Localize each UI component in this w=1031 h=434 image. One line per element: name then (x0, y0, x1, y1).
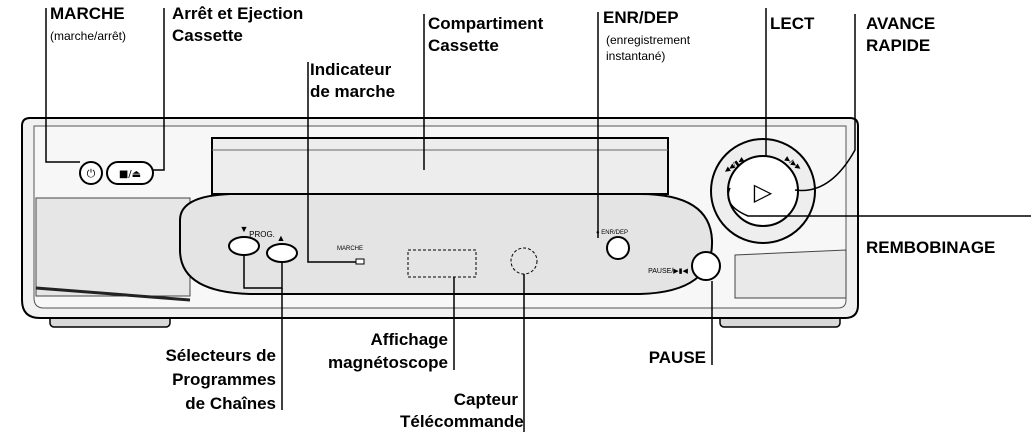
affichage-label-line2: magnétoscope (328, 353, 448, 372)
pause-button[interactable] (691, 251, 721, 281)
eject-icon: ■/⏏ (119, 169, 141, 180)
record-button[interactable] (606, 236, 630, 260)
pause-small-label: PAUSE/▶▮◀ (648, 268, 688, 275)
control-panel (179, 193, 714, 295)
power-indicator-led (355, 258, 365, 265)
vcr-display (407, 249, 477, 278)
prog-up-button[interactable] (266, 243, 298, 263)
play-icon: ▷ (754, 178, 773, 206)
capteur-label-line1: Capteur (453, 390, 518, 409)
lect-label: LECT (770, 14, 815, 33)
right-lower-panel (734, 249, 847, 299)
indicateur-label-line2: de marche (310, 82, 396, 101)
indicateur-label-line1: Indicateur (310, 60, 392, 79)
power-icon: ⏻ (87, 167, 96, 180)
enr-small-label: ● ENR/DEP (596, 230, 628, 236)
affichage-label-line1: Affichage (370, 330, 448, 349)
avance-rapide-label-line2: RAPIDE (866, 36, 931, 55)
eject-button[interactable] (106, 161, 154, 185)
marche-sublabel: (marche/arrêt) (50, 29, 127, 43)
pause-label: PAUSE (648, 348, 706, 367)
cassette-compartment (211, 137, 669, 195)
leader-lines (45, 8, 1031, 432)
compartiment-label-line1: Compartiment (428, 14, 544, 33)
enr-dep-sublabel-line1: (enregistrement (606, 33, 691, 47)
power-button[interactable] (79, 161, 103, 185)
rembobinage-label: REMBOBINAGE (866, 238, 996, 257)
enr-dep-label: ENR/DEP (603, 8, 679, 27)
arret-ejection-label-line1: Arrêt et Ejection (172, 4, 304, 23)
prog-down-button[interactable] (228, 236, 260, 256)
enr-dep-sublabel-line2: instantané) (606, 49, 666, 63)
prog-down-arrow: ▼ (240, 224, 249, 234)
marche-small-label: MARCHE (337, 246, 363, 252)
capteur-label-line2: Télécommande (400, 412, 524, 431)
selecteurs-label-line2: Programmes (172, 370, 276, 389)
selecteurs-label-line3: de Chaînes (185, 394, 276, 413)
prog-label: PROG. (249, 230, 275, 239)
selecteurs-label-line1: Sélecteurs de (165, 346, 276, 365)
avance-rapide-label-line1: AVANCE (866, 14, 936, 33)
arret-ejection-label-line2: Cassette (172, 26, 243, 45)
marche-label: MARCHE (50, 4, 125, 23)
compartiment-label-line2: Cassette (428, 36, 499, 55)
left-lower-panel (35, 197, 191, 297)
prog-up-arrow: ▲ (277, 233, 286, 243)
bottom-strip (35, 286, 191, 302)
